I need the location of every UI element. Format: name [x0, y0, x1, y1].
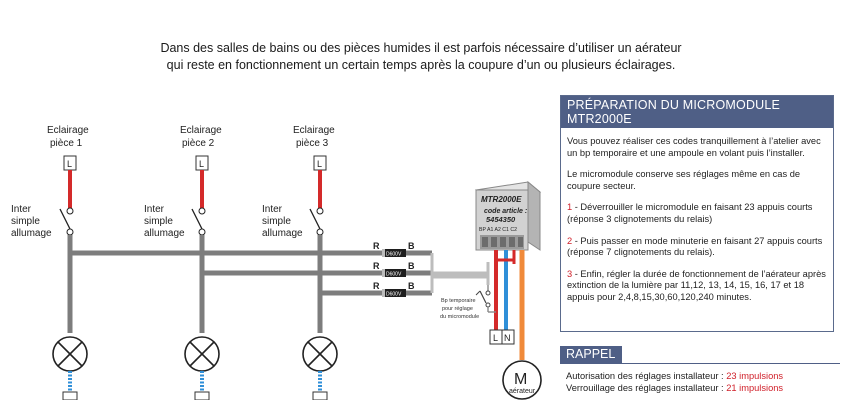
circuit-3: Eclairage pièce 3 L Inter simple allumag…: [262, 125, 338, 400]
circuit-1-terminal-l-text: L: [67, 159, 72, 169]
fan-motor-icon: M aérateur: [502, 360, 542, 400]
circuit-2-switch-top: [198, 207, 206, 215]
motor-label: aérateur: [509, 388, 536, 395]
circuit-3-terminal-l-text: L: [317, 159, 322, 169]
rappel-line-1: Autorisation des réglages installateur :…: [566, 370, 783, 382]
bp-label-3: du micromodule: [440, 314, 479, 320]
circuit-1-switch-label-3: allumage: [11, 228, 52, 239]
bp-pushbutton: [475, 285, 496, 313]
circuit-3-switch-top: [316, 207, 324, 215]
rappel-body: Autorisation des réglages installateur :…: [566, 370, 783, 394]
bp-label-1: Bp temporaire: [441, 298, 476, 304]
circuit-1-switch-bottom: [66, 228, 74, 236]
circuit-1-switch-label-1: Inter: [11, 204, 32, 215]
diode-2-label: D600V: [386, 272, 402, 278]
panel-step-1: 1 - Déverrouiller le micromodule en fais…: [567, 202, 827, 225]
diode-1-r: R: [373, 241, 380, 251]
rappel-line-1-label: Autorisation des réglages installateur :: [566, 371, 727, 381]
diode-wire-3: [430, 275, 488, 293]
diode-3-r: R: [373, 281, 380, 291]
step-1-number: 1: [567, 202, 573, 213]
supply-terminal-n: [501, 329, 515, 345]
circuit-2: Eclairage pièce 2 L Inter simple allumag…: [144, 125, 222, 400]
diode-3-b: B: [408, 281, 415, 291]
panel-step-2: 2 - Puis passer en mode minuterie en fai…: [567, 236, 827, 259]
circuit-3-switch-bottom: [316, 228, 324, 236]
intro-line-2: qui reste en fonctionnement un certain t…: [166, 58, 676, 72]
diode-1: R B D600V: [373, 241, 415, 258]
panel-body: Vous pouvez réaliser ces codes tranquill…: [561, 128, 833, 304]
diode-3-label: D600V: [386, 292, 402, 298]
panel-step-3: 3 - Enfin, régler la durée de fonctionne…: [567, 269, 827, 304]
step-2-text: - Puis passer en mode minuterie en faisa…: [567, 235, 823, 258]
circuit-2-switch-blade: [191, 208, 203, 230]
circuit-1-switch-label-2: simple: [11, 216, 40, 227]
circuit-1-label-2: pièce 1: [50, 138, 83, 149]
circuit-2-label-2: pièce 2: [182, 138, 215, 149]
panel-paragraph-1: Vous pouvez réaliser ces codes tranquill…: [567, 136, 821, 158]
rappel-title: RAPPEL: [560, 346, 622, 363]
circuit-3-switch-blade: [309, 208, 321, 230]
circuit-1-label-1: Eclairage: [47, 125, 89, 136]
micromodule-code: 5454350: [486, 215, 516, 224]
micromodule-name: MTR2000E: [481, 195, 522, 204]
diode-wire-1: [430, 253, 488, 277]
rappel-line-2: Verrouillage des réglages installateur :…: [566, 382, 783, 394]
preparation-panel: PRÉPARATION DU MICROMODULE MTR2000E Vous…: [560, 95, 834, 332]
diode-2: R B D600V: [373, 261, 415, 278]
circuit-1-switch-blade: [59, 208, 71, 230]
step-2-number: 2: [567, 235, 573, 246]
circuit-2-switch-label-1: Inter: [144, 204, 165, 215]
diode-1-body: [382, 249, 406, 257]
circuit-2-terminal-l-text: L: [199, 159, 204, 169]
rappel-line-2-label: Verrouillage des réglages installateur :: [566, 383, 727, 393]
circuit-3-label-1: Eclairage: [293, 125, 335, 136]
step-1-text: - Déverrouiller le micromodule en faisan…: [567, 202, 813, 224]
panel-paragraph-2: Le micromodule conserve ses réglages mêm…: [567, 169, 801, 191]
rappel-line-1-value: 23 impulsions: [726, 371, 784, 381]
diode-1-label: D600V: [386, 252, 402, 258]
micromodule-pins: BP A1 A2 C1 C2: [479, 227, 517, 233]
diode-2-b: B: [408, 261, 415, 271]
bp-label-2: pour réglage: [442, 306, 473, 312]
rappel-divider: [560, 363, 840, 364]
circuit-3-switch-label-3: allumage: [262, 228, 303, 239]
intro-text: Dans des salles de bains ou des pièces h…: [0, 40, 842, 74]
diode-3: R B D600V: [373, 281, 415, 298]
panel-title: PRÉPARATION DU MICROMODULE MTR2000E: [561, 96, 833, 128]
circuit-1: Eclairage pièce 1 L Inter simple allumag…: [11, 125, 89, 400]
diode-2-body: [382, 269, 406, 277]
circuit-3-switch-label-1: Inter: [262, 204, 283, 215]
circuit-2-switch-label-2: simple: [144, 216, 173, 227]
intro-line-1: Dans des salles de bains ou des pièces h…: [160, 41, 682, 55]
circuit-3-label-2: pièce 3: [296, 138, 329, 149]
micromodule-code-label: code article :: [484, 208, 527, 215]
supply-terminal-n-text: N: [504, 333, 511, 343]
circuit-1-switch-top: [66, 207, 74, 215]
micromodule: MTR2000E code article : 5454350 BP A1 A2…: [474, 180, 542, 251]
step-3-text: - Enfin, régler la durée de fonctionneme…: [567, 268, 826, 302]
circuit-2-switch-bottom: [198, 228, 206, 236]
circuit-2-switch-label-3: allumage: [144, 228, 185, 239]
circuit-2-label-1: Eclairage: [180, 125, 222, 136]
rappel-line-2-value: 21 impulsions: [726, 383, 784, 393]
supply-terminal-l-text: L: [493, 333, 498, 343]
step-3-number: 3: [567, 268, 573, 279]
diode-1-b: B: [408, 241, 415, 251]
circuit-3-switch-label-2: simple: [262, 216, 291, 227]
motor-symbol: M: [514, 371, 527, 388]
diode-2-r: R: [373, 261, 380, 271]
diode-3-body: [382, 289, 406, 297]
